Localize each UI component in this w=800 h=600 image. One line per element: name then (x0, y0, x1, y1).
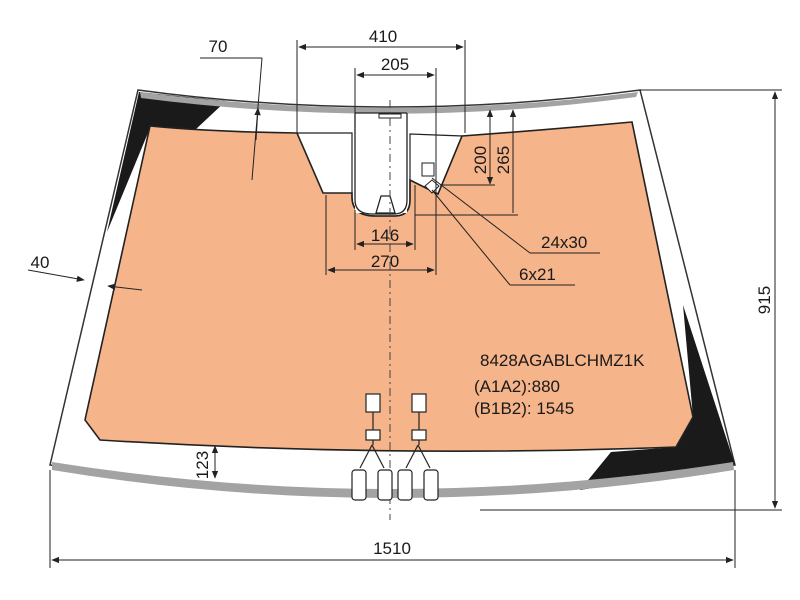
top-marker (378, 113, 402, 119)
bottom-edge-band (52, 462, 734, 498)
dim-146: 146 (371, 226, 399, 245)
dim-inner-cutout: 205 (381, 55, 409, 74)
label-6x21: 6x21 (519, 265, 556, 284)
dim-side-band: 40 (31, 253, 50, 272)
sensor-cutout (297, 132, 463, 217)
dim-overall-height: 915 (755, 286, 774, 314)
dim-bottom-band: 123 (193, 451, 212, 479)
frit-bottom-right (580, 305, 735, 490)
frit-top-left (107, 92, 226, 232)
connector-left (351, 393, 393, 501)
part-code: 8428AGABLCHMZ1K (480, 351, 645, 370)
dim-top-cutout: 410 (369, 27, 397, 46)
dim-depth-265: 265 (494, 146, 513, 174)
connector-right (397, 393, 439, 501)
top-edge-band (140, 92, 638, 114)
dim-depth-200: 200 (471, 146, 490, 174)
label-24x30: 24x30 (541, 233, 587, 252)
pad-square (421, 162, 435, 177)
part-b1b2: (B1B2): 1545 (474, 399, 574, 418)
dim-270: 270 (371, 252, 399, 271)
dim-top-band: 70 (209, 37, 228, 56)
part-a1a2: (A1A2):880 (474, 377, 560, 396)
dim-overall-width: 1510 (373, 539, 411, 558)
